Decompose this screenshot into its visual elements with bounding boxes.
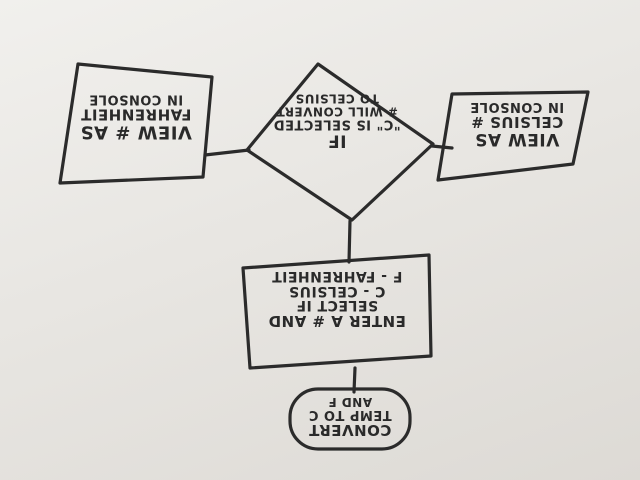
fahrenheit-line-2: FAHRENHEIT bbox=[80, 105, 192, 124]
celsius-output-box bbox=[436, 90, 590, 182]
decision-line-2: "C" IS SELECTED bbox=[273, 116, 401, 132]
fahrenheit-output-text: VIEW # AS FAHRENHEIT IN CONSOLE bbox=[72, 91, 200, 143]
start-text: CONVERT TEMP TO C AND F bbox=[296, 394, 404, 439]
celsius-line-2: CELSIUS # bbox=[470, 113, 564, 132]
connector-diamond-right bbox=[430, 144, 454, 150]
connector-input-start bbox=[352, 366, 357, 394]
connector-diamond-input bbox=[347, 219, 352, 264]
celsius-line-1: VIEW AS bbox=[474, 129, 560, 150]
fahrenheit-line-1: VIEW # AS bbox=[80, 121, 192, 143]
decision-text: IF "C" IS SELECTED # WILL CONVERT TO CEL… bbox=[262, 91, 412, 151]
celsius-line-3: IN CONSOLE bbox=[469, 99, 565, 115]
decision-diamond bbox=[245, 62, 435, 222]
input-line-1: ENTER A # AND bbox=[268, 311, 406, 330]
start-line-1: CONVERT bbox=[308, 420, 392, 439]
start-terminal bbox=[288, 387, 412, 451]
decision-line-4: TO CELSIUS bbox=[295, 91, 379, 106]
connector-diamond-left bbox=[203, 148, 251, 157]
decision-line-1: IF bbox=[327, 130, 347, 151]
start-line-2: TEMP TO C bbox=[308, 407, 392, 423]
input-box bbox=[241, 253, 433, 370]
celsius-output-text: VIEW AS CELSIUS # IN CONSOLE bbox=[458, 99, 576, 150]
start-line-3: AND F bbox=[327, 394, 373, 409]
input-line-3: C - CELSIUS bbox=[288, 282, 386, 299]
input-line-4: F - FAHRENHEIT bbox=[271, 267, 403, 284]
decision-line-3: # WILL CONVERT bbox=[276, 104, 398, 119]
input-line-2: SELECT IF bbox=[295, 297, 379, 314]
input-text: ENTER A # AND SELECT IF C - CELSIUS F - … bbox=[252, 267, 422, 330]
fahrenheit-output-box bbox=[58, 62, 214, 185]
fahrenheit-line-3: IN CONSOLE bbox=[88, 91, 184, 107]
